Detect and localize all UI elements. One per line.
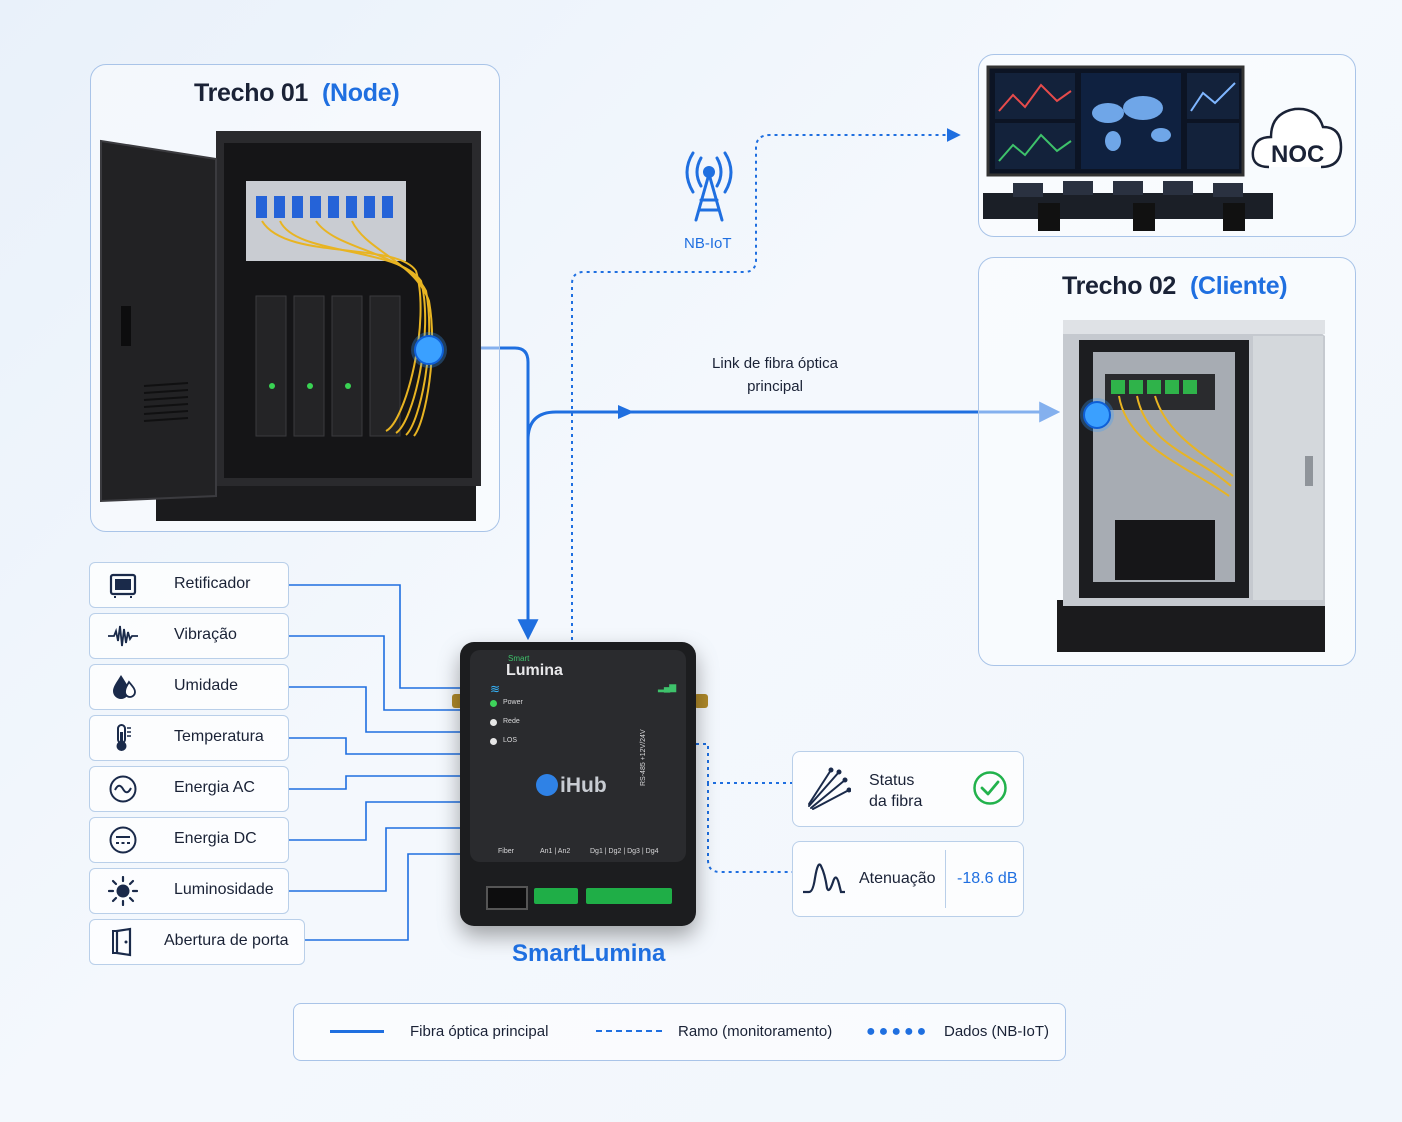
client-panel: Trecho 02 (Cliente) (978, 257, 1356, 666)
legend-fiber-label: Fibra óptica principal (410, 1023, 549, 1040)
legend-dotted-line: ●●●●● (866, 1023, 930, 1040)
node-cabinet-image (100, 131, 481, 521)
port-digital-label: Dg1 | Dg2 | Dg3 | Dg4 (590, 848, 659, 855)
fiber-status-line2: da fibra (869, 793, 923, 810)
fiber-status-line1: Status (869, 772, 915, 789)
device-brand: Lumina (506, 662, 563, 679)
led-rede-label: Rede (503, 718, 520, 725)
device-brand-small: Smart (508, 654, 530, 663)
led-rede (490, 719, 497, 726)
fiber-link-label-line1: Link de fibra óptica (712, 355, 838, 372)
sensor-luminosidade: Luminosidade (89, 868, 289, 914)
signal-peak-icon (803, 863, 845, 894)
sensor-label: Vibração (174, 626, 237, 643)
sensor-retificador: Retificador (89, 562, 289, 608)
ihub-logo-icon (536, 774, 558, 796)
attenuation-value: -18.6 dB (957, 870, 1018, 887)
antenna-connector-right (694, 694, 708, 708)
sensor-energia-ac: Energia AC (89, 766, 289, 812)
fiber-port (486, 886, 528, 910)
node-fiber-connection-point (414, 335, 444, 365)
port-analog-label: An1 | An2 (540, 848, 571, 855)
sensor-label: Energia DC (174, 830, 257, 847)
fiber-link-label-line2: principal (747, 378, 803, 395)
noc-panel: NOC (978, 54, 1356, 237)
device-side-label: RS-485 +12V/24V (640, 729, 647, 786)
led-los-label: LOS (503, 737, 518, 744)
nbiot-data-line (571, 128, 961, 640)
sensor-temperatura: Temperatura (89, 715, 289, 761)
node-subtitle: (Node) (322, 79, 400, 107)
noc-control-room-image (983, 65, 1273, 231)
node-title: Trecho 01 (Node) (194, 79, 400, 108)
sensor-vibracao: Vibração (89, 613, 289, 659)
sensor-label: Abertura de porta (164, 932, 289, 949)
smartlumina-device: Smart Lumina ≋ ▂▄▆ Power Rede LOS iHub R… (460, 642, 696, 926)
cloud-icon (1251, 107, 1343, 169)
digital-terminal-block (586, 888, 672, 904)
sensor-branch-lines (289, 584, 466, 941)
client-subtitle: (Cliente) (1190, 272, 1288, 300)
node-title-text: Trecho 01 (194, 79, 309, 107)
legend-data-label: Dados (NB-IoT) (944, 1023, 1050, 1040)
legend: Fibra óptica principal Ramo (monitoramen… (293, 1003, 1066, 1061)
attenuation-divider (945, 850, 946, 908)
fiber-to-device-line (427, 346, 539, 641)
sensor-label: Energia AC (174, 779, 255, 796)
sensor-label: Temperatura (174, 728, 264, 745)
thermometer-icon (116, 724, 131, 751)
vibration-wave-icon (108, 625, 138, 647)
wifi-icon: ≋ (490, 682, 501, 696)
client-title: Trecho 02 (Cliente) (1062, 272, 1288, 301)
client-cabinet-image (1057, 320, 1325, 652)
door-icon (112, 927, 132, 957)
port-fiber-label: Fiber (498, 848, 514, 855)
node-panel: Trecho 01 (Node) (90, 64, 500, 532)
ac-sine-icon (109, 775, 137, 803)
analog-terminal-block (534, 888, 578, 904)
noc-label: NOC (1271, 141, 1325, 168)
led-los (490, 738, 497, 745)
led-power-label: Power (503, 699, 523, 706)
check-circle-icon (973, 771, 1007, 805)
legend-dashed-line (596, 1030, 662, 1032)
attenuation-label: Atenuação (859, 870, 936, 887)
legend-branch-label: Ramo (monitoramento) (678, 1023, 833, 1040)
client-title-text: Trecho 02 (1062, 272, 1177, 300)
attenuation-box: Atenuação -18.6 dB (792, 841, 1024, 917)
fiber-link-label: Link de fibra óptica principal (700, 352, 850, 398)
signal-bars-icon: ▂▄▆ (658, 682, 676, 692)
dc-lines-icon (109, 826, 137, 854)
sun-icon (108, 876, 138, 906)
fiber-strands-icon (808, 767, 851, 810)
sensor-label: Umidade (174, 677, 239, 694)
sensor-label: Retificador (174, 575, 251, 592)
sensor-abertura-porta: Abertura de porta (89, 919, 305, 965)
client-fiber-connection-point (1083, 401, 1111, 429)
fiber-status-label: Status da fibra (869, 770, 922, 812)
water-drop-icon (113, 675, 136, 699)
legend-solid-line (330, 1030, 384, 1033)
sensor-label: Luminosidade (174, 881, 274, 898)
sensor-umidade: Umidade (89, 664, 289, 710)
ihub-logo-text: iHub (560, 774, 607, 797)
fiber-status-box: Status da fibra (792, 751, 1024, 827)
sensor-energia-dc: Energia DC (89, 817, 289, 863)
attenuation-branch-line (707, 783, 792, 873)
device-caption: SmartLumina (512, 940, 666, 967)
led-power (490, 700, 497, 707)
antenna-tower-icon (685, 151, 733, 222)
fiber-link-main-line (526, 401, 1061, 441)
fiber-link-mid-arrow (618, 405, 634, 419)
nbiot-label: NB-IoT (684, 235, 732, 252)
status-branch-line (696, 743, 792, 784)
rectifier-icon (109, 573, 137, 598)
